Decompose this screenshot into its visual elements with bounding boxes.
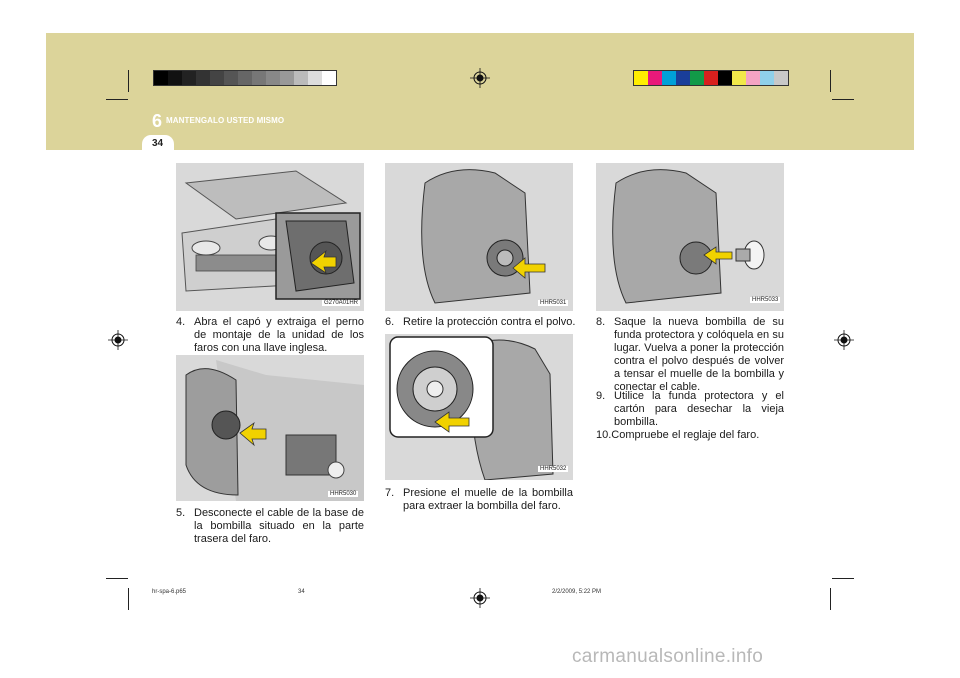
calibration-swatch: [168, 71, 182, 85]
step-7: 7. Presione el muelle de la bombilla par…: [385, 487, 573, 513]
headlamp-dust-cover-illustration: [385, 163, 573, 311]
step-text: Compruebe el reglaje del faro.: [611, 429, 760, 441]
calibration-swatch: [648, 71, 662, 85]
step-text: Saque la nueva bombilla de su funda prot…: [614, 316, 784, 393]
registration-mark-icon: [108, 330, 128, 350]
grayscale-bar: [153, 70, 337, 86]
crop-mark: [830, 588, 831, 610]
calibration-swatch: [196, 71, 210, 85]
crop-mark: [106, 578, 128, 579]
step-number: 4.: [176, 316, 186, 328]
figure-new-bulb: [596, 163, 784, 311]
page-number: 34: [152, 138, 164, 149]
figure-code: HHR5030: [328, 491, 359, 497]
step-5: 5. Desconecte el cable de la base de la …: [176, 507, 364, 546]
crop-mark: [106, 99, 128, 100]
step-text: Utilice la funda protectora y el cartón …: [614, 390, 784, 428]
step-text: Presione el muelle de la bombilla para e…: [403, 487, 573, 512]
calibration-swatch: [760, 71, 774, 85]
registration-mark-icon: [470, 588, 490, 608]
figure-bulb-spring: [385, 334, 573, 480]
step-number: 5.: [176, 507, 186, 519]
figure-code: HHR5033: [750, 297, 781, 303]
headlamp-new-bulb-illustration: [596, 163, 784, 311]
step-number: 10.: [596, 429, 612, 441]
color-bar: [633, 70, 789, 86]
step-text: Retire la protección contra el polvo.: [403, 316, 576, 328]
step-number: 8.: [596, 316, 606, 328]
figure-code: HHR5031: [538, 300, 569, 306]
header-band: [46, 33, 914, 150]
step-9: 9. Utilice la funda protectora y el cart…: [596, 390, 784, 429]
calibration-swatch: [154, 71, 168, 85]
calibration-swatch: [662, 71, 676, 85]
headlamp-bulb-spring-illustration: [385, 334, 573, 480]
calibration-swatch: [322, 71, 336, 85]
registration-mark-icon: [470, 68, 490, 88]
step-4: 4. Abra el capó y extraiga el perno de m…: [176, 316, 364, 355]
calibration-swatch: [252, 71, 266, 85]
calibration-swatch: [746, 71, 760, 85]
footer-timestamp: 2/2/2009, 5:22 PM: [552, 589, 602, 595]
step-number: 6.: [385, 316, 395, 328]
calibration-swatch: [280, 71, 294, 85]
crop-mark: [832, 578, 854, 579]
figure-dust-cover: [385, 163, 573, 311]
headlamp-connector-illustration: [176, 355, 364, 501]
chapter-title: MANTENGALO USTED MISMO: [166, 116, 285, 125]
footer-page: 34: [298, 589, 305, 595]
figure-code: HHR5032: [538, 466, 569, 472]
crop-mark: [128, 588, 129, 610]
page-number-tab: [142, 135, 174, 152]
crop-mark: [830, 70, 831, 92]
calibration-swatch: [182, 71, 196, 85]
calibration-swatch: [718, 71, 732, 85]
figure-vehicle-hood: [176, 163, 364, 311]
registration-mark-icon: [834, 330, 854, 350]
vehicle-open-hood-illustration: [176, 163, 364, 311]
calibration-swatch: [634, 71, 648, 85]
step-text: Abra el capó y extraiga el perno de mont…: [194, 316, 364, 354]
calibration-swatch: [210, 71, 224, 85]
calibration-swatch: [266, 71, 280, 85]
step-text: Desconecte el cable de la base de la bom…: [194, 507, 364, 545]
calibration-swatch: [224, 71, 238, 85]
calibration-swatch: [238, 71, 252, 85]
step-number: 7.: [385, 487, 395, 499]
figure-code: G270A01HR: [322, 300, 361, 306]
step-number: 9.: [596, 390, 606, 402]
figure-headlamp-connector: [176, 355, 364, 501]
calibration-swatch: [294, 71, 308, 85]
crop-mark: [832, 99, 854, 100]
step-6: 6. Retire la protección contra el polvo.: [385, 316, 577, 329]
calibration-swatch: [676, 71, 690, 85]
crop-mark: [128, 70, 129, 92]
calibration-swatch: [704, 71, 718, 85]
watermark: carmanualsonline.info: [572, 646, 764, 667]
calibration-swatch: [774, 71, 788, 85]
step-10: 10. Compruebe el reglaje del faro.: [596, 429, 784, 442]
calibration-swatch: [690, 71, 704, 85]
footer-file: hr-spa-6.p65: [152, 589, 187, 595]
calibration-swatch: [308, 71, 322, 85]
chapter-number: 6: [152, 111, 163, 131]
calibration-swatch: [732, 71, 746, 85]
step-8: 8. Saque la nueva bombilla de su funda p…: [596, 316, 784, 394]
